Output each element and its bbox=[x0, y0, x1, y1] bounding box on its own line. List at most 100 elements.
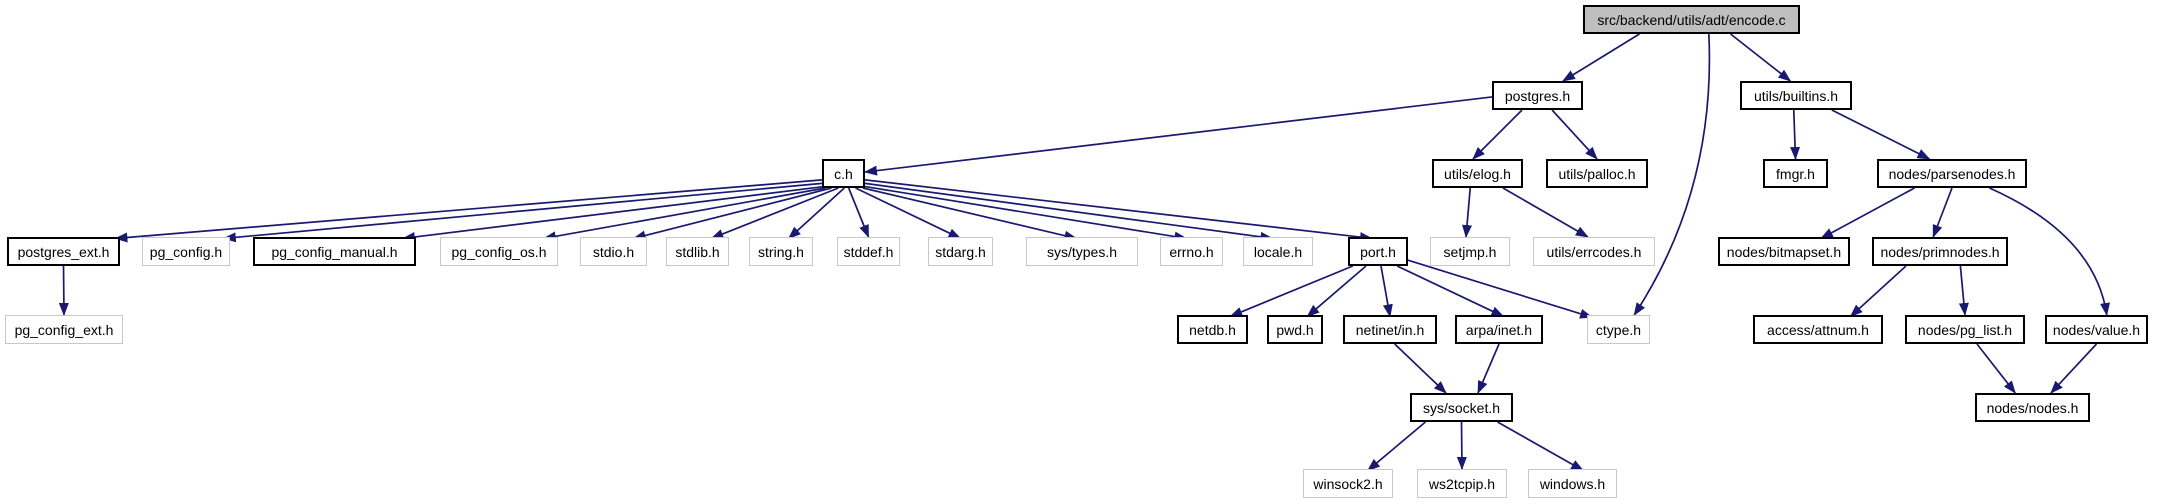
edge-port-h-to-netinet-in-h bbox=[1380, 265, 1393, 318]
node-label-sys-socket-h: sys/socket.h bbox=[1422, 399, 1501, 416]
node-nodes-value-h[interactable]: nodes/value.h bbox=[2045, 315, 2148, 344]
node-utils-elog-h[interactable]: utils/elog.h bbox=[1432, 159, 1523, 188]
node-c-h[interactable]: c.h bbox=[822, 159, 865, 188]
edge-nodes-parsenodes-h-to-nodes-bitmapset-h bbox=[1820, 187, 1915, 240]
node-ws2tcpip-h: ws2tcpip.h bbox=[1417, 469, 1507, 498]
node-label-locale-h: locale.h bbox=[1253, 243, 1303, 260]
node-ctype-h: ctype.h bbox=[1587, 315, 1650, 344]
node-label-setjmp-h: setjmp.h bbox=[1443, 243, 1497, 260]
edge-c-h-to-port-h bbox=[864, 179, 1373, 243]
edge-utils-builtins-h-to-nodes-parsenodes-h bbox=[1831, 109, 1931, 160]
node-postgres-h[interactable]: postgres.h bbox=[1492, 81, 1583, 110]
node-label-errno-h: errno.h bbox=[1169, 243, 1214, 260]
node-label-winsock2-h: winsock2.h bbox=[1313, 475, 1383, 492]
edge-nodes-parsenodes-h-to-nodes-value-h bbox=[1989, 187, 2110, 316]
node-pg-config-manual-h[interactable]: pg_config_manual.h bbox=[253, 237, 416, 266]
node-label-ws2tcpip-h: ws2tcpip.h bbox=[1428, 475, 1496, 492]
node-netinet-in-h[interactable]: netinet/in.h bbox=[1343, 315, 1437, 344]
node-winsock2-h: winsock2.h bbox=[1303, 469, 1393, 498]
node-utils-builtins-h[interactable]: utils/builtins.h bbox=[1740, 81, 1852, 110]
node-label-nodes-bitmapset-h: nodes/bitmapset.h bbox=[1726, 243, 1842, 260]
node-windows-h: windows.h bbox=[1528, 469, 1617, 498]
edge-encode-c-to-utils-builtins-h bbox=[1730, 33, 1792, 82]
node-label-arpa-inet-h: arpa/inet.h bbox=[1465, 321, 1533, 338]
node-label-stdlib-h: stdlib.h bbox=[675, 243, 720, 260]
node-label-stddef-h: stddef.h bbox=[843, 243, 894, 260]
node-pg-config-h: pg_config.h bbox=[142, 237, 230, 266]
node-label-encode-c: src/backend/utils/adt/encode.c bbox=[1597, 11, 1786, 28]
edge-port-h-to-netdb-h bbox=[1229, 265, 1354, 318]
edge-postgres-h-to-c-h bbox=[864, 96, 1493, 176]
edge-nodes-parsenodes-h-to-nodes-primnodes-h bbox=[1932, 187, 1953, 238]
node-label-pg-config-os-h: pg_config_os.h bbox=[451, 243, 547, 260]
node-label-stdio-h: stdio.h bbox=[592, 243, 635, 260]
node-pg-config-os-h: pg_config_os.h bbox=[440, 237, 558, 266]
edge-postgres-h-to-utils-elog-h bbox=[1472, 109, 1523, 160]
node-nodes-parsenodes-h[interactable]: nodes/parsenodes.h bbox=[1877, 159, 2027, 188]
edge-nodes-value-h-to-nodes-nodes-h bbox=[2050, 343, 2098, 394]
node-label-string-h: string.h bbox=[758, 243, 804, 260]
node-label-utils-builtins-h: utils/builtins.h bbox=[1753, 87, 1839, 104]
edge-nodes-primnodes-h-to-access-attnum-h bbox=[1849, 265, 1907, 318]
edge-nodes-pg-list-h-to-nodes-nodes-h bbox=[1976, 343, 2016, 394]
node-access-attnum-h[interactable]: access/attnum.h bbox=[1753, 315, 1883, 344]
node-nodes-nodes-h[interactable]: nodes/nodes.h bbox=[1975, 393, 2090, 422]
node-label-postgres-h: postgres.h bbox=[1504, 87, 1571, 104]
edge-netinet-in-h-to-sys-socket-h bbox=[1394, 343, 1447, 394]
edge-encode-c-to-ctype-h bbox=[1633, 33, 1711, 316]
node-postgres-ext-h[interactable]: postgres_ext.h bbox=[7, 237, 120, 266]
node-label-utils-palloc-h: utils/palloc.h bbox=[1558, 165, 1636, 182]
node-label-windows-h: windows.h bbox=[1539, 475, 1606, 492]
node-fmgr-h[interactable]: fmgr.h bbox=[1763, 159, 1828, 188]
node-pwd-h[interactable]: pwd.h bbox=[1267, 315, 1323, 344]
edge-c-h-to-string-h bbox=[787, 187, 845, 240]
node-label-utils-errcodes-h: utils/errcodes.h bbox=[1546, 243, 1642, 260]
node-encode-c: src/backend/utils/adt/encode.c bbox=[1583, 5, 1800, 34]
node-nodes-bitmapset-h[interactable]: nodes/bitmapset.h bbox=[1718, 237, 1850, 266]
node-label-access-attnum-h: access/attnum.h bbox=[1767, 321, 1869, 338]
node-sys-socket-h[interactable]: sys/socket.h bbox=[1410, 393, 1513, 422]
node-label-utils-elog-h: utils/elog.h bbox=[1444, 165, 1511, 182]
edge-postgres-ext-h-to-pg-config-ext-h bbox=[58, 265, 69, 316]
edge-sys-socket-h-to-ws2tcpip-h bbox=[1456, 421, 1467, 470]
node-label-fmgr-h: fmgr.h bbox=[1776, 165, 1815, 182]
node-label-ctype-h: ctype.h bbox=[1595, 321, 1642, 338]
node-netdb-h[interactable]: netdb.h bbox=[1177, 315, 1248, 344]
node-sys-types-h: sys/types.h bbox=[1026, 237, 1138, 266]
edge-sys-socket-h-to-windows-h bbox=[1497, 421, 1585, 472]
node-label-pg-config-ext-h: pg_config_ext.h bbox=[14, 321, 114, 338]
edge-port-h-to-arpa-inet-h bbox=[1396, 265, 1505, 318]
edge-nodes-primnodes-h-to-nodes-pg-list-h bbox=[1958, 265, 1969, 316]
node-utils-palloc-h[interactable]: utils/palloc.h bbox=[1546, 159, 1648, 188]
edge-port-h-to-ctype-h bbox=[1407, 259, 1593, 319]
node-nodes-pg-list-h[interactable]: nodes/pg_list.h bbox=[1905, 315, 2025, 344]
node-stdlib-h: stdlib.h bbox=[666, 237, 729, 266]
edge-utils-builtins-h-to-fmgr-h bbox=[1790, 109, 1801, 160]
edge-c-h-to-pg-config-h bbox=[222, 182, 823, 243]
edge-c-h-to-sys-types-h bbox=[862, 187, 1078, 241]
node-label-pg-config-h: pg_config.h bbox=[149, 243, 223, 260]
node-nodes-primnodes-h[interactable]: nodes/primnodes.h bbox=[1872, 237, 2008, 266]
node-utils-errcodes-h: utils/errcodes.h bbox=[1533, 237, 1655, 266]
edge-c-h-to-errno-h bbox=[864, 185, 1188, 242]
node-port-h[interactable]: port.h bbox=[1348, 237, 1408, 266]
node-stddef-h: stddef.h bbox=[837, 237, 900, 266]
node-label-sys-types-h: sys/types.h bbox=[1046, 243, 1118, 260]
node-label-pwd-h: pwd.h bbox=[1276, 321, 1314, 338]
edge-c-h-to-stdio-h bbox=[632, 187, 832, 241]
node-errno-h: errno.h bbox=[1160, 237, 1223, 266]
node-label-c-h: c.h bbox=[834, 165, 853, 182]
node-label-postgres-ext-h: postgres_ext.h bbox=[17, 243, 110, 260]
node-label-nodes-primnodes-h: nodes/primnodes.h bbox=[1880, 243, 2000, 260]
node-label-port-h: port.h bbox=[1360, 243, 1396, 260]
node-arpa-inet-h[interactable]: arpa/inet.h bbox=[1455, 315, 1543, 344]
edge-c-h-to-pg-config-os-h bbox=[542, 187, 826, 242]
node-label-nodes-pg-list-h: nodes/pg_list.h bbox=[1917, 321, 2013, 338]
node-label-nodes-parsenodes-h: nodes/parsenodes.h bbox=[1888, 165, 2016, 182]
node-setjmp-h: setjmp.h bbox=[1430, 237, 1510, 266]
node-label-netdb-h: netdb.h bbox=[1189, 321, 1236, 338]
edge-encode-c-to-postgres-h bbox=[1562, 33, 1640, 82]
edge-sys-socket-h-to-winsock2-h bbox=[1367, 421, 1426, 472]
